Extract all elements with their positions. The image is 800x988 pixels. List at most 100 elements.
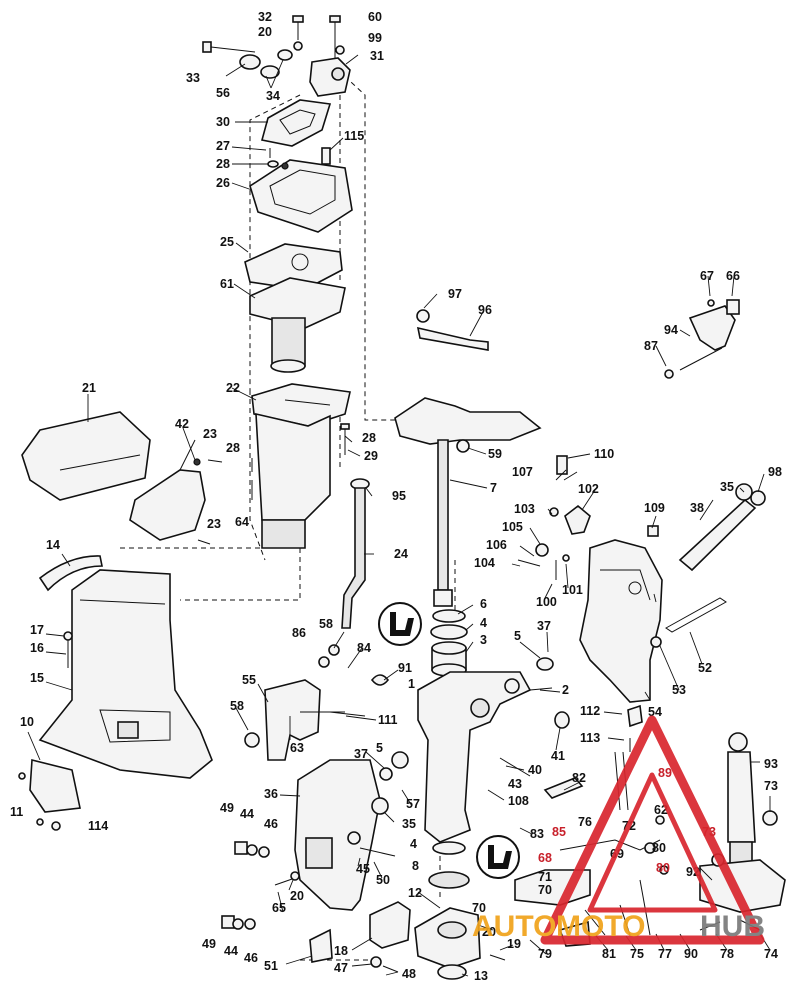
callout-75: 75 bbox=[630, 947, 644, 961]
callout-29: 29 bbox=[364, 449, 378, 463]
callout-37b: 37 bbox=[354, 747, 368, 761]
callout-101: 101 bbox=[562, 583, 583, 597]
callout-5b: 5 bbox=[376, 741, 383, 755]
callout-22: 22 bbox=[226, 381, 240, 395]
callout-96: 96 bbox=[478, 303, 492, 317]
callout-21: 21 bbox=[82, 381, 96, 395]
callout-38: 38 bbox=[690, 501, 704, 515]
callout-115: 115 bbox=[344, 129, 364, 143]
callout-26: 26 bbox=[216, 176, 230, 190]
callout-16: 16 bbox=[30, 641, 44, 655]
callout-99: 99 bbox=[368, 31, 382, 45]
callout-61: 61 bbox=[220, 277, 234, 291]
callout-74: 74 bbox=[764, 947, 778, 961]
leader-lines bbox=[27, 54, 771, 977]
steering-shaft-assembly bbox=[341, 397, 542, 629]
callout-42: 42 bbox=[175, 417, 189, 431]
callout-24: 24 bbox=[394, 547, 408, 561]
lubrication-icon bbox=[378, 602, 422, 646]
callout-11: 11 bbox=[10, 805, 23, 819]
callout-58: 58 bbox=[319, 617, 333, 631]
callout-44b: 44 bbox=[224, 944, 238, 958]
callout-53: 53 bbox=[672, 683, 686, 697]
upper-bearings bbox=[430, 609, 468, 677]
callout-103: 103 bbox=[514, 502, 535, 516]
callout-56: 56 bbox=[216, 86, 230, 100]
callout-12: 12 bbox=[408, 886, 422, 900]
lubrication-icon-lower bbox=[476, 835, 520, 879]
callout-93: 93 bbox=[764, 757, 778, 771]
callout-13: 13 bbox=[474, 969, 488, 983]
callout-66: 66 bbox=[726, 269, 740, 283]
callout-18: 18 bbox=[334, 944, 348, 958]
lower-fasteners bbox=[221, 841, 333, 963]
callout-28: 28 bbox=[216, 157, 230, 171]
callout-31: 31 bbox=[370, 49, 384, 63]
callout-50: 50 bbox=[376, 873, 390, 887]
callout-102: 102 bbox=[578, 482, 599, 496]
callout-20b: 20 bbox=[290, 889, 304, 903]
callout-80: 80 bbox=[652, 841, 666, 855]
callout-15: 15 bbox=[30, 671, 44, 685]
callout-84: 84 bbox=[357, 641, 371, 655]
callout-86: 86 bbox=[292, 626, 306, 640]
watermark-text-auto: AUTO bbox=[472, 910, 556, 943]
callout-108: 108 bbox=[508, 794, 529, 808]
callout-25: 25 bbox=[220, 235, 234, 249]
automotohub-watermark: AUTO MOTO HUB bbox=[472, 715, 765, 945]
watermark-text-hub: HUB bbox=[700, 910, 765, 943]
callout-114: 114 bbox=[88, 819, 108, 833]
callout-49: 49 bbox=[220, 801, 234, 815]
callout-112: 112 bbox=[580, 704, 600, 718]
callout-67: 67 bbox=[700, 269, 714, 283]
callout-60: 60 bbox=[368, 10, 382, 24]
callout-52: 52 bbox=[698, 661, 712, 675]
callout-78: 78 bbox=[720, 947, 734, 961]
callout-80b: 80 bbox=[656, 861, 670, 875]
callout-46: 46 bbox=[264, 817, 278, 831]
callout-28b: 28 bbox=[226, 441, 240, 455]
callout-30: 30 bbox=[216, 115, 230, 129]
callout-7: 7 bbox=[490, 481, 497, 495]
callout-82: 82 bbox=[572, 771, 586, 785]
callout-100: 100 bbox=[536, 595, 557, 609]
callout-98: 98 bbox=[768, 465, 782, 479]
callout-111: 111 bbox=[378, 713, 398, 727]
callout-40: 40 bbox=[528, 763, 542, 777]
callout-51: 51 bbox=[264, 959, 278, 973]
callout-113: 113 bbox=[580, 731, 600, 745]
callout-91: 91 bbox=[398, 661, 412, 675]
callout-2: 2 bbox=[562, 683, 569, 697]
callout-77: 77 bbox=[658, 947, 672, 961]
callout-104: 104 bbox=[474, 556, 495, 570]
callout-79: 79 bbox=[538, 947, 552, 961]
callout-64: 64 bbox=[235, 515, 249, 529]
callout-89: 89 bbox=[658, 766, 672, 780]
callout-37: 37 bbox=[537, 619, 551, 633]
clamp-bracket-left bbox=[244, 644, 409, 911]
callout-4: 4 bbox=[480, 616, 487, 630]
callout-32: 32 bbox=[258, 10, 272, 24]
callout-36: 36 bbox=[264, 787, 278, 801]
callout-110: 110 bbox=[594, 447, 614, 461]
tilt-lever-parts bbox=[517, 455, 591, 580]
lower-swivel-parts bbox=[369, 901, 506, 980]
callout-65: 65 bbox=[272, 901, 286, 915]
callout-70: 70 bbox=[538, 883, 552, 897]
callout-76: 76 bbox=[578, 815, 592, 829]
callout-17: 17 bbox=[30, 623, 44, 637]
callout-94: 94 bbox=[664, 323, 678, 337]
callout-54: 54 bbox=[648, 705, 662, 719]
callout-35b: 35 bbox=[402, 817, 416, 831]
callout-47: 47 bbox=[334, 961, 348, 975]
watermark-triangle-logo bbox=[540, 715, 765, 945]
callout-labels: 32 20 60 99 31 33 56 34 30 115 27 28 26 … bbox=[10, 10, 782, 983]
clamp-bracket-right bbox=[579, 483, 766, 703]
callout-10: 10 bbox=[20, 715, 34, 729]
callout-23: 23 bbox=[203, 427, 217, 441]
callout-49b: 49 bbox=[202, 937, 216, 951]
callout-85: 85 bbox=[552, 825, 566, 839]
callout-95: 95 bbox=[392, 489, 406, 503]
callout-81: 81 bbox=[602, 947, 616, 961]
